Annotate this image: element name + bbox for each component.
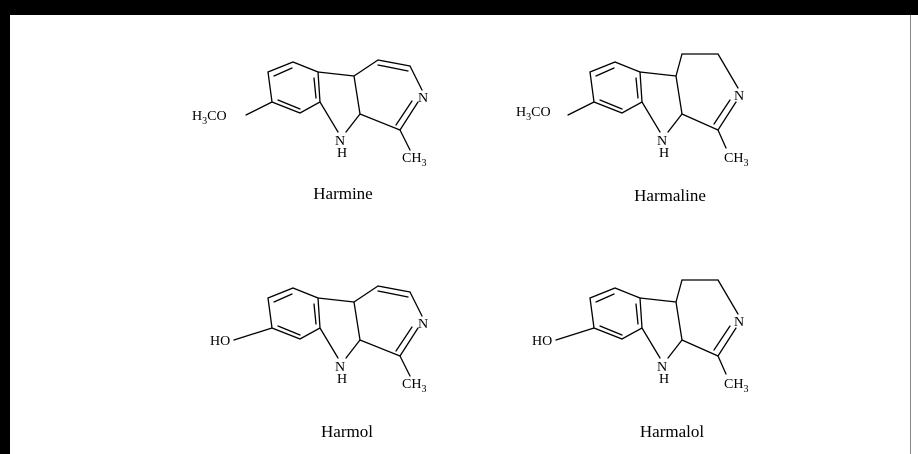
- nitrogen-label: N: [734, 89, 744, 104]
- methyl-label: CH3: [724, 151, 748, 169]
- bonds: [245, 59, 423, 151]
- bonds: [233, 285, 423, 377]
- harmalol-caption: Harmalol: [639, 422, 705, 441]
- bonds: [567, 53, 739, 149]
- indole-h-label: H: [659, 146, 669, 161]
- indole-h-label: H: [337, 372, 347, 387]
- methoxy-label: H3CO: [192, 109, 227, 127]
- nitrogen-label: N: [734, 315, 744, 330]
- indole-nitrogen-label: N: [657, 134, 667, 149]
- harmalol-structure: N N H CH3 HO: [512, 276, 772, 401]
- harmine-caption: Harmine: [313, 184, 373, 203]
- methyl-label: CH3: [402, 377, 426, 395]
- methyl-label: CH3: [402, 151, 426, 169]
- hydroxyl-label: HO: [210, 334, 230, 349]
- frame-right-border: [910, 15, 911, 454]
- harmine-structure: N N H CH3 H3CO: [190, 50, 450, 175]
- harmol-caption: Harmol: [321, 422, 373, 441]
- indole-h-label: H: [337, 146, 347, 161]
- harmaline-caption: Harmaline: [634, 186, 706, 205]
- frame-left-border: [0, 0, 10, 454]
- methyl-label: CH3: [724, 377, 748, 395]
- nitrogen-label: N: [418, 91, 428, 106]
- frame-top-border: [0, 0, 918, 15]
- nitrogen-label: N: [418, 317, 428, 332]
- hydroxyl-label: HO: [532, 334, 552, 349]
- harmaline-structure: N N H CH3 H3CO: [512, 50, 772, 175]
- harmol-structure: N N H CH3 HO: [190, 276, 450, 401]
- bonds: [555, 279, 739, 375]
- indole-h-label: H: [659, 372, 669, 387]
- indole-nitrogen-label: N: [335, 360, 345, 375]
- indole-nitrogen-label: N: [335, 134, 345, 149]
- methoxy-label: H3CO: [516, 105, 551, 123]
- indole-nitrogen-label: N: [657, 360, 667, 375]
